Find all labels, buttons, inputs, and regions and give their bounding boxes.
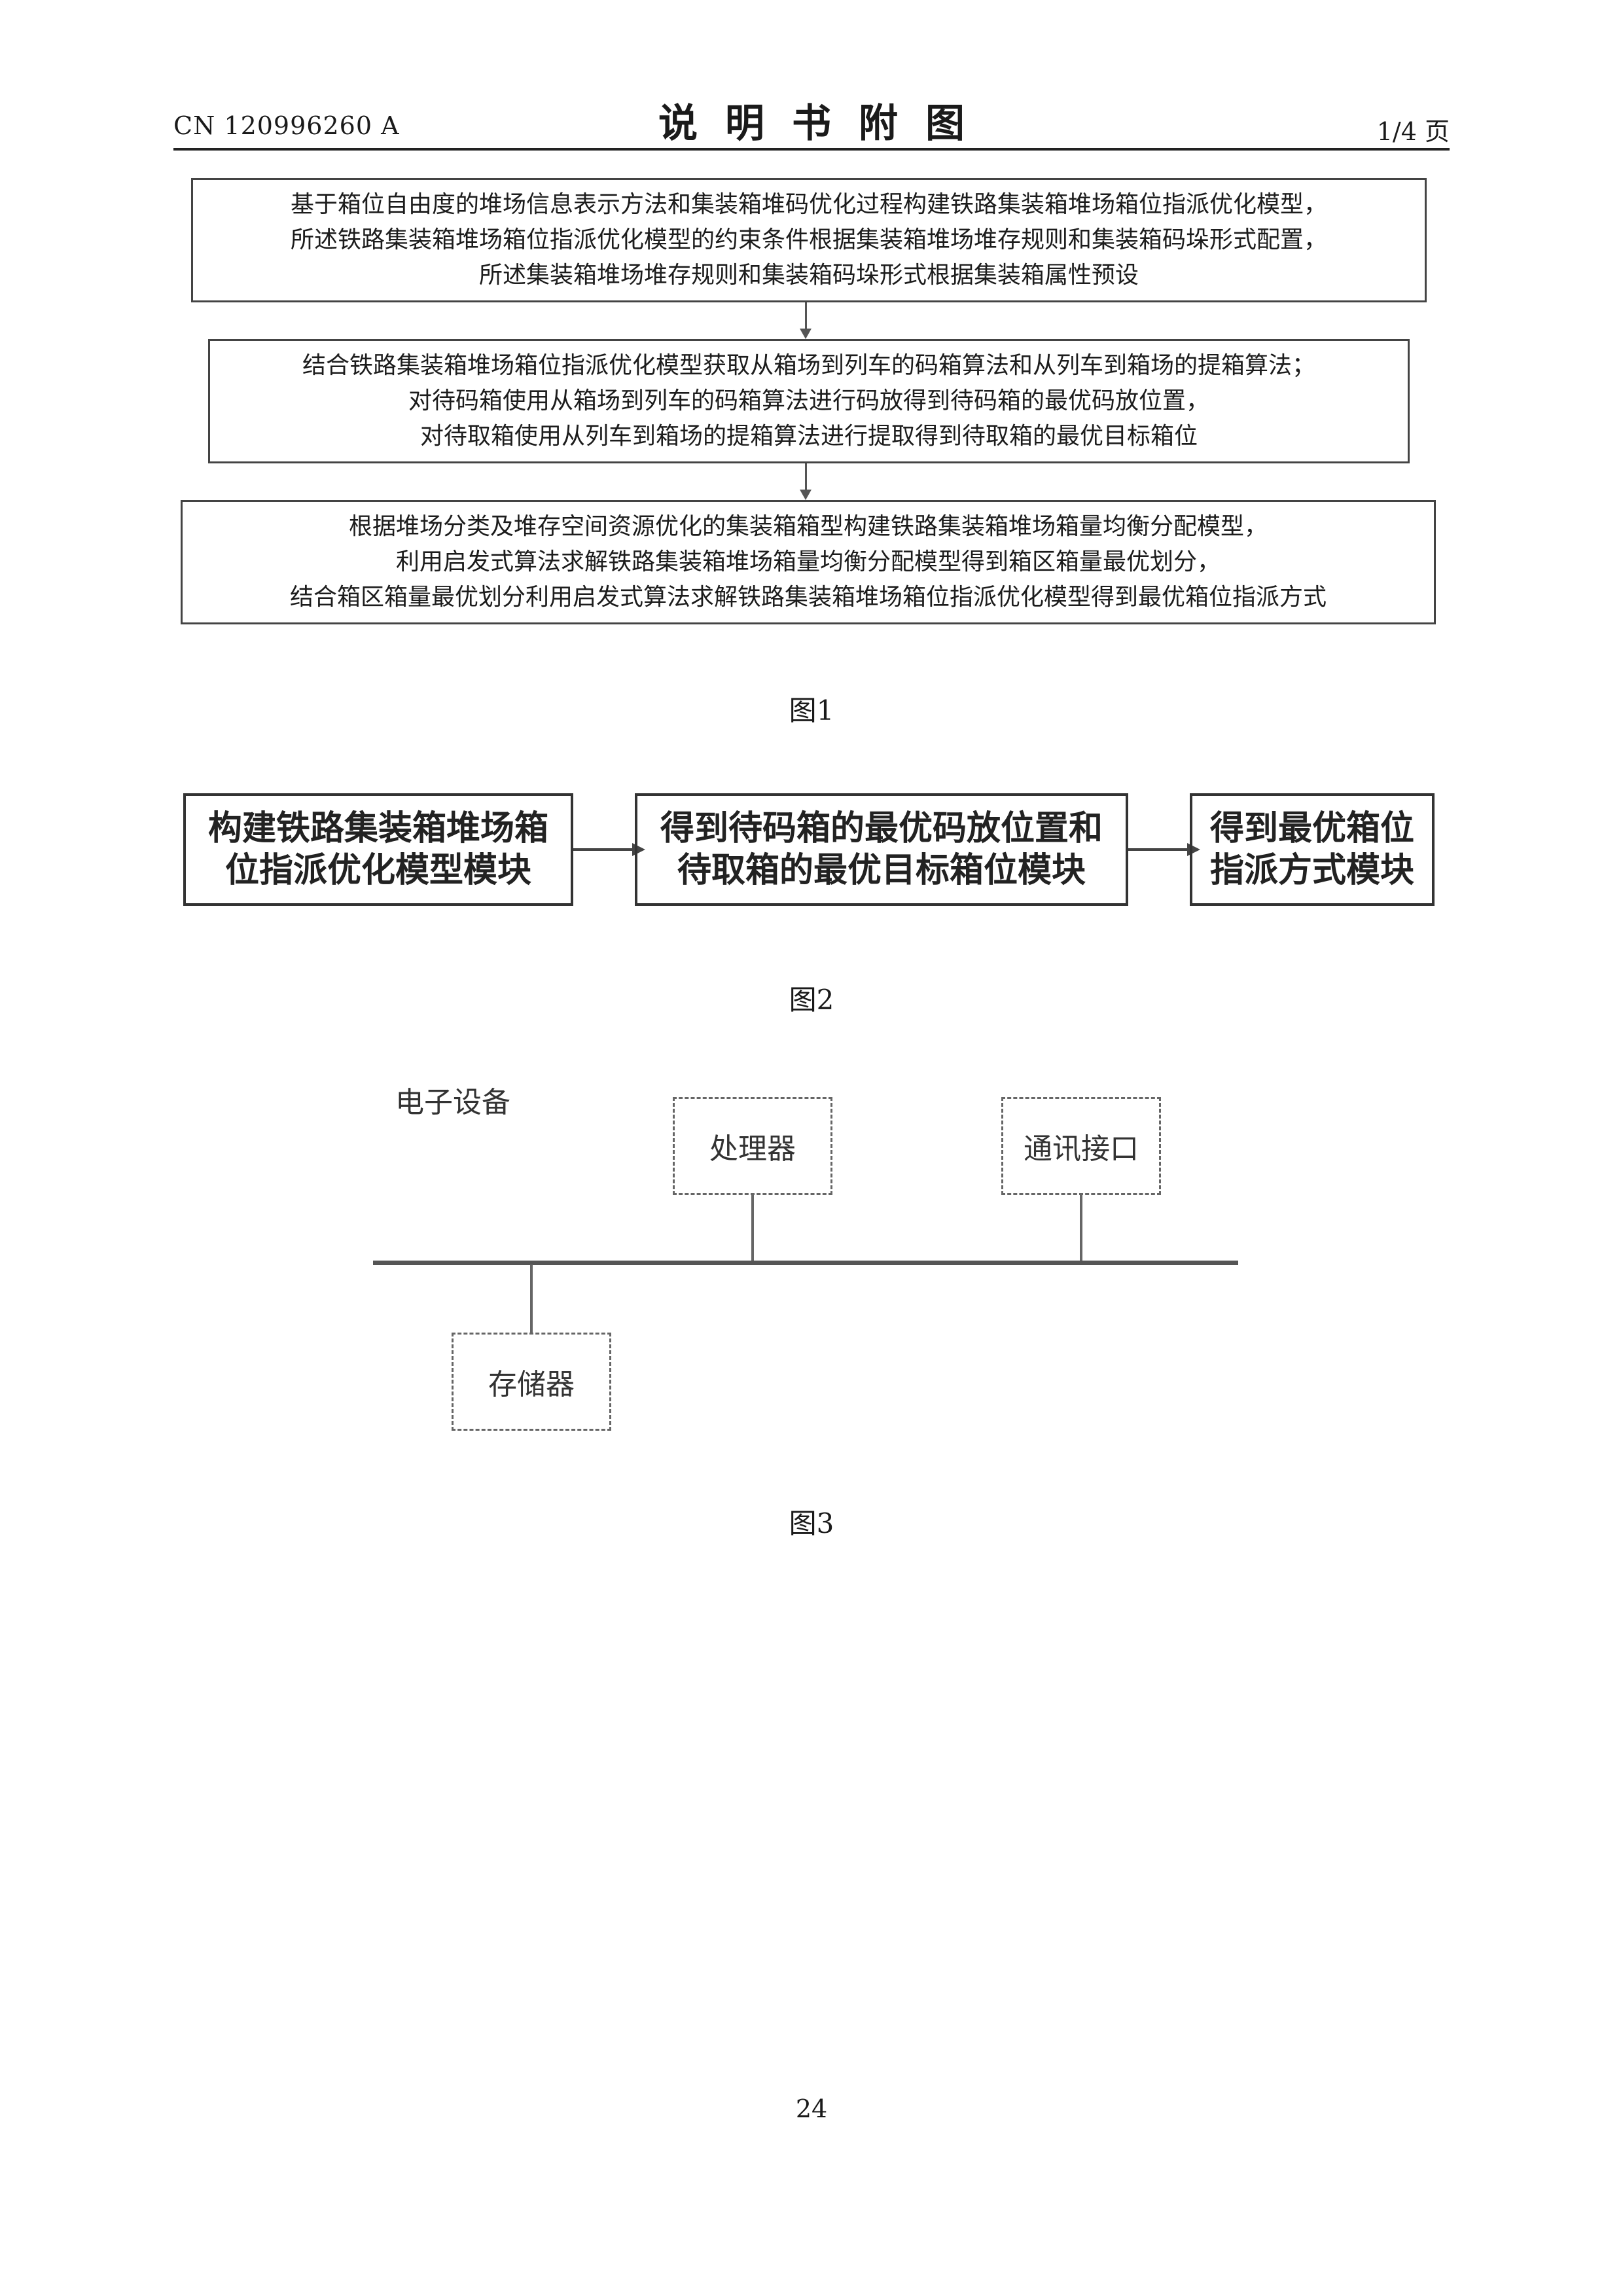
module-connector-1 (573, 848, 635, 851)
comm-interface-bus-connector (1080, 1195, 1082, 1262)
flow-step-3-line-1: 根据堆场分类及堆存空间资源优化的集装箱箱型构建铁路集装箱堆场箱量均衡分配模型， (290, 509, 1327, 545)
comm-interface-box: 通讯接口 (1001, 1097, 1161, 1195)
module-3-box: 得到最优箱位 指派方式模块 (1190, 793, 1435, 906)
module-1-line-1: 构建铁路集装箱堆场箱 (208, 808, 548, 850)
figure-3-caption: 图3 (0, 1501, 1623, 1541)
flow-arrowhead-2 (800, 490, 812, 500)
memory-box: 存储器 (452, 1333, 611, 1431)
flow-step-2-box: 结合铁路集装箱堆场箱位指派优化模型获取从箱场到列车的码箱算法和从列车到箱场的提箱… (208, 339, 1410, 463)
memory-label: 存储器 (488, 1361, 575, 1403)
page-info: 1/4 页 (1377, 111, 1450, 147)
module-3-line-1: 得到最优箱位 (1210, 808, 1414, 850)
memory-bus-connector (530, 1265, 533, 1333)
flow-arrowhead-1 (800, 329, 812, 339)
module-connector-2 (1128, 848, 1190, 851)
module-2-line-1: 得到待码箱的最优码放位置和 (660, 808, 1103, 850)
page-number: 24 (0, 2094, 1623, 2123)
system-bus (373, 1261, 1238, 1265)
device-label: 电子设备 (395, 1079, 510, 1121)
module-1-line-2: 位指派优化模型模块 (225, 850, 531, 891)
flow-step-3-line-3: 结合箱区箱量最优划分利用启发式算法求解铁路集装箱堆场箱位指派优化模型得到最优箱位… (290, 580, 1327, 615)
flow-step-1-line-2: 所述铁路集装箱堆场箱位指派优化模型的约束条件根据集装箱堆场堆存规则和集装箱码垛形… (291, 223, 1327, 258)
flow-step-2-line-1: 结合铁路集装箱堆场箱位指派优化模型获取从箱场到列车的码箱算法和从列车到箱场的提箱… (302, 348, 1315, 384)
figure-2-caption: 图2 (0, 978, 1623, 1018)
flow-step-2-line-3: 对待取箱使用从列车到箱场的提箱算法进行提取得到待取箱的最优目标箱位 (302, 419, 1315, 454)
flow-step-1-line-3: 所述集装箱堆场堆存规则和集装箱码垛形式根据集装箱属性预设 (291, 258, 1327, 293)
processor-label: 处理器 (709, 1125, 796, 1167)
flow-connector-1 (805, 302, 807, 330)
flow-step-2-line-2: 对待码箱使用从箱场到列车的码箱算法进行码放得到待码箱的最优码放位置， (302, 384, 1315, 419)
module-2-line-2: 待取箱的最优目标箱位模块 (677, 850, 1086, 891)
flow-step-1-box: 基于箱位自由度的堆场信息表示方法和集装箱堆码优化过程构建铁路集装箱堆场箱位指派优… (191, 178, 1427, 302)
processor-box: 处理器 (673, 1097, 832, 1195)
module-3-line-2: 指派方式模块 (1210, 850, 1414, 891)
header-divider (173, 148, 1450, 151)
flow-step-1-line-1: 基于箱位自由度的堆场信息表示方法和集装箱堆码优化过程构建铁路集装箱堆场箱位指派优… (291, 187, 1327, 223)
figure-1-caption: 图1 (0, 689, 1623, 728)
flow-step-3-line-2: 利用启发式算法求解铁路集装箱堆场箱量均衡分配模型得到箱区箱量最优划分， (290, 545, 1327, 580)
module-1-box: 构建铁路集装箱堆场箱 位指派优化模型模块 (183, 793, 573, 906)
processor-bus-connector (751, 1195, 754, 1262)
comm-interface-label: 通讯接口 (1024, 1125, 1139, 1167)
flow-step-3-box: 根据堆场分类及堆存空间资源优化的集装箱箱型构建铁路集装箱堆场箱量均衡分配模型， … (181, 500, 1436, 624)
flow-connector-2 (805, 463, 807, 491)
module-2-box: 得到待码箱的最优码放位置和 待取箱的最优目标箱位模块 (635, 793, 1128, 906)
